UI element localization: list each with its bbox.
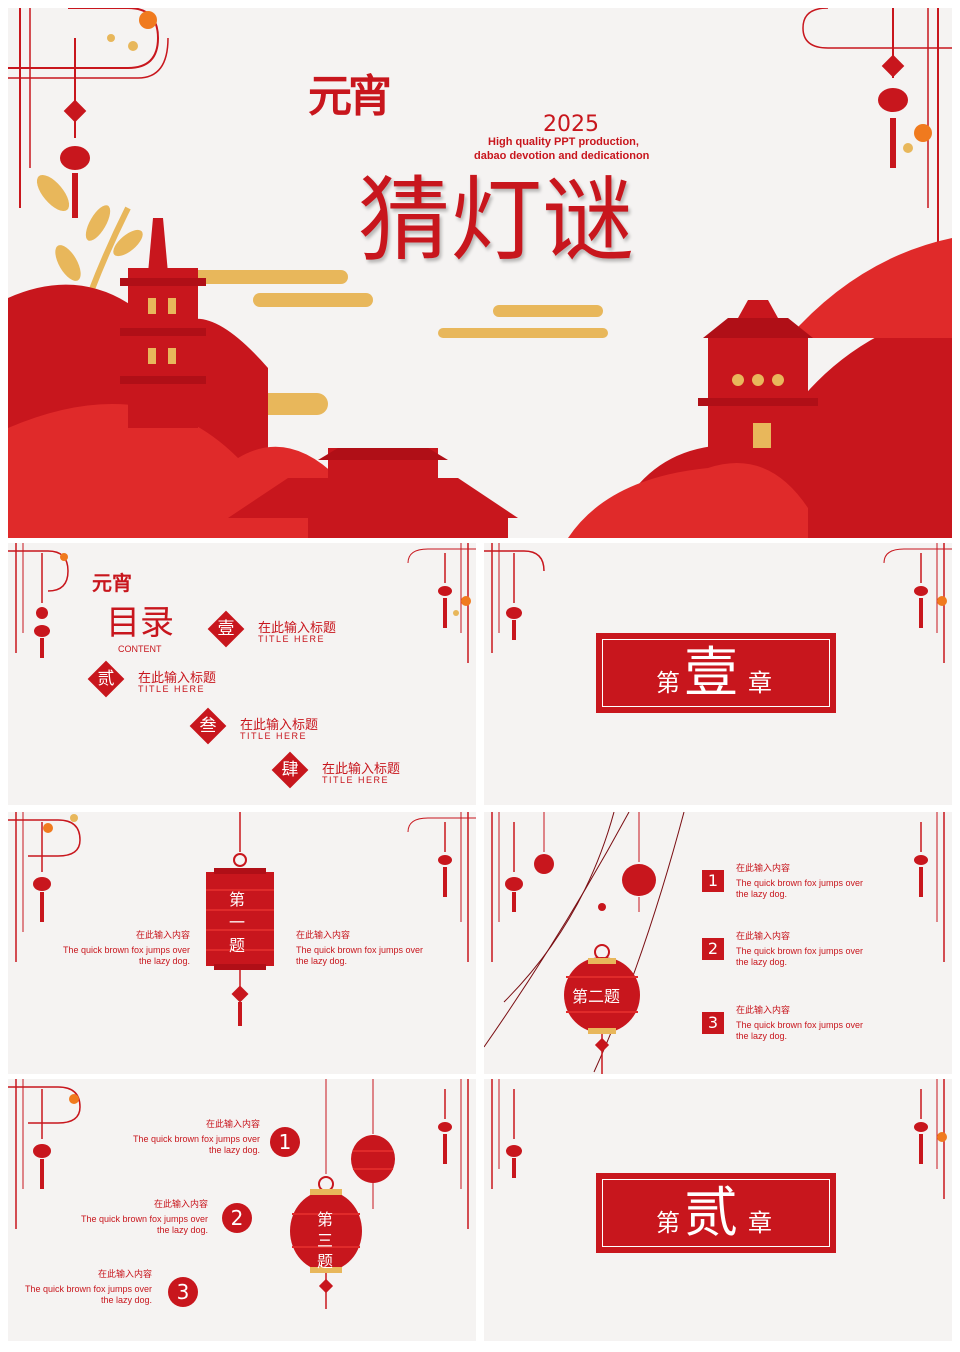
question2-item-1: 1 在此输入内容 The quick brown fox jumps over … (702, 863, 902, 914)
question3-item-2: 2 在此输入内容 The quick brown fox jumps over … (8, 1199, 258, 1243)
question3-item-2-num: 2 (222, 1203, 252, 1233)
question1-lantern-char-1: 第 (229, 890, 246, 909)
question3-item-3-text: 在此输入内容 The quick brown fox jumps over th… (25, 1269, 152, 1306)
toc-item-2[interactable]: 贰 在此输入标题 TITLE HERE (87, 659, 288, 699)
question1-right-body2: the lazy dog. (296, 956, 348, 966)
question3-lantern-char-2: 三 (317, 1231, 334, 1250)
question3-item-1-text: 在此输入内容 The quick brown fox jumps over th… (133, 1119, 260, 1156)
chapter2-prefix: 第 (656, 1209, 680, 1237)
toc-decoration (8, 543, 476, 663)
toc-item-3-num: 叁 (199, 716, 217, 736)
question2-item-3-num: 3 (702, 1012, 724, 1034)
cover-subtitle-line1: High quality PPT production, (488, 136, 639, 148)
toc-item-3-sub: TITLE HERE (240, 731, 308, 741)
question1-slide: 第 一 题 在此输入内容 The quick brown fox jumps o… (8, 812, 476, 1074)
chapter1-num: 壹 (684, 641, 738, 704)
chapter1-decoration (484, 543, 952, 663)
toc-item-4[interactable]: 肆 在此输入标题 TITLE HERE (271, 750, 472, 790)
question2-lantern-label: 第二题 (572, 987, 621, 1006)
chapter2-frame: 第 贰 章 (596, 1173, 836, 1253)
question3-item-1-title: 在此输入内容 (205, 1119, 260, 1129)
chapter2-slide: 第 贰 章 (484, 1079, 952, 1341)
question3-item-2-text: 在此输入内容 The quick brown fox jumps over th… (81, 1199, 208, 1236)
cover-subtitle-line2: dabao devotion and dedicationon (474, 150, 650, 162)
question1-decoration (8, 812, 476, 1026)
toc-item-3-label: 在此输入标题 (240, 717, 319, 732)
question1-right-text: 在此输入内容 The quick brown fox jumps over th… (296, 930, 423, 967)
question3-item-3-num: 3 (168, 1277, 198, 1307)
chapter1-frame: 第 壹 章 (596, 633, 836, 713)
question2-item-2: 2 在此输入内容 The quick brown fox jumps over … (702, 931, 902, 982)
question2-item-1-num: 1 (702, 870, 724, 892)
question2-item-2-num: 2 (702, 938, 724, 960)
question3-item-3-title: 在此输入内容 (97, 1269, 152, 1279)
question1-left-body1: The quick brown fox jumps over (62, 945, 190, 955)
question1-lantern-char-3: 题 (229, 936, 246, 955)
chapter1-suffix: 章 (748, 669, 772, 697)
question2-item-2-body1: The quick brown fox jumps over (736, 946, 864, 956)
chapter1-prefix: 第 (656, 669, 680, 697)
question2-item-3-title: 在此输入内容 (736, 1005, 791, 1015)
question2-decoration (484, 812, 945, 1074)
toc-slide: 元宵 目录 CONTENT 壹 在此输入标题 TITLE HERE 贰 在此输入… (8, 543, 476, 805)
question2-item-3-body1: The quick brown fox jumps over (736, 1020, 864, 1030)
question3-item-2-body2: the lazy dog. (156, 1225, 208, 1235)
question3-item-3-body2: the lazy dog. (100, 1295, 152, 1305)
question3-decoration (8, 1079, 469, 1309)
question2-item-1-title: 在此输入内容 (736, 863, 791, 873)
question3-slide: 第 三 题 1 在此输入内容 The quick brown fox jumps… (8, 1079, 476, 1341)
cover-decoration (8, 8, 952, 538)
question3-item-1-body2: the lazy dog. (208, 1145, 260, 1155)
toc-item-2-num: 贰 (97, 669, 115, 689)
question1-left-text: 在此输入内容 The quick brown fox jumps over th… (63, 930, 190, 967)
question3-item-2-body1: The quick brown fox jumps over (80, 1214, 208, 1224)
toc-item-1[interactable]: 壹 在此输入标题 TITLE HERE (207, 609, 408, 649)
question2-item-1-body2: the lazy dog. (736, 889, 788, 899)
question2-item-3: 3 在此输入内容 The quick brown fox jumps over … (702, 1005, 902, 1056)
question3-item-3: 3 在此输入内容 The quick brown fox jumps over … (8, 1269, 208, 1313)
question2-item-3-body2: the lazy dog. (736, 1031, 788, 1041)
toc-title: 目录 (106, 603, 174, 643)
cover-logo: 元宵 (308, 60, 458, 150)
toc-item-2-label: 在此输入标题 (138, 670, 217, 685)
question2-slide: 第二题 1 在此输入内容 The quick brown fox jumps o… (484, 812, 952, 1074)
cover-year: 2025 (543, 112, 599, 137)
toc-item-3[interactable]: 叁 在此输入标题 TITLE HERE (189, 706, 390, 746)
question2-item-2-title: 在此输入内容 (736, 931, 791, 941)
question3-item-1: 1 在此输入内容 The quick brown fox jumps over … (8, 1119, 304, 1163)
toc-item-4-num: 肆 (281, 760, 299, 780)
question1-left-body2: the lazy dog. (138, 956, 190, 966)
chapter2-suffix: 章 (748, 1209, 772, 1237)
question2-item-1-body1: The quick brown fox jumps over (736, 878, 864, 888)
chapter2-num: 贰 (684, 1181, 738, 1244)
question3-lantern-char-3: 题 (317, 1252, 334, 1271)
toc-item-1-num: 壹 (217, 619, 235, 639)
chapter2-decoration (491, 1079, 947, 1199)
question3-item-1-body1: The quick brown fox jumps over (132, 1134, 260, 1144)
toc-item-1-label: 在此输入标题 (258, 620, 337, 635)
cover-title: 猜灯谜 (358, 167, 635, 274)
question1-left-title: 在此输入内容 (135, 930, 190, 940)
question2-item-2-body2: the lazy dog. (736, 957, 788, 967)
question1-right-title: 在此输入内容 (296, 930, 351, 940)
toc-item-2-sub: TITLE HERE (138, 684, 206, 694)
toc-title-en: CONTENT (118, 644, 162, 654)
toc-logo: 元宵 (92, 571, 132, 595)
toc-item-1-sub: TITLE HERE (258, 634, 326, 644)
toc-item-4-sub: TITLE HERE (322, 775, 390, 785)
question3-item-3-body1: The quick brown fox jumps over (24, 1284, 152, 1294)
question3-item-2-title: 在此输入内容 (153, 1199, 208, 1209)
cover-slide: 元宵 2025 High quality PPT production, dab… (8, 8, 952, 538)
question1-lantern-char-2: 一 (229, 913, 246, 932)
toc-item-4-label: 在此输入标题 (322, 761, 401, 776)
question3-lantern-char-1: 第 (317, 1210, 334, 1229)
question3-item-1-num: 1 (270, 1127, 300, 1157)
cover-logo-text: 元宵 (308, 71, 392, 122)
question1-right-body1: The quick brown fox jumps over (296, 945, 424, 955)
chapter1-slide: 第 壹 章 (484, 543, 952, 805)
